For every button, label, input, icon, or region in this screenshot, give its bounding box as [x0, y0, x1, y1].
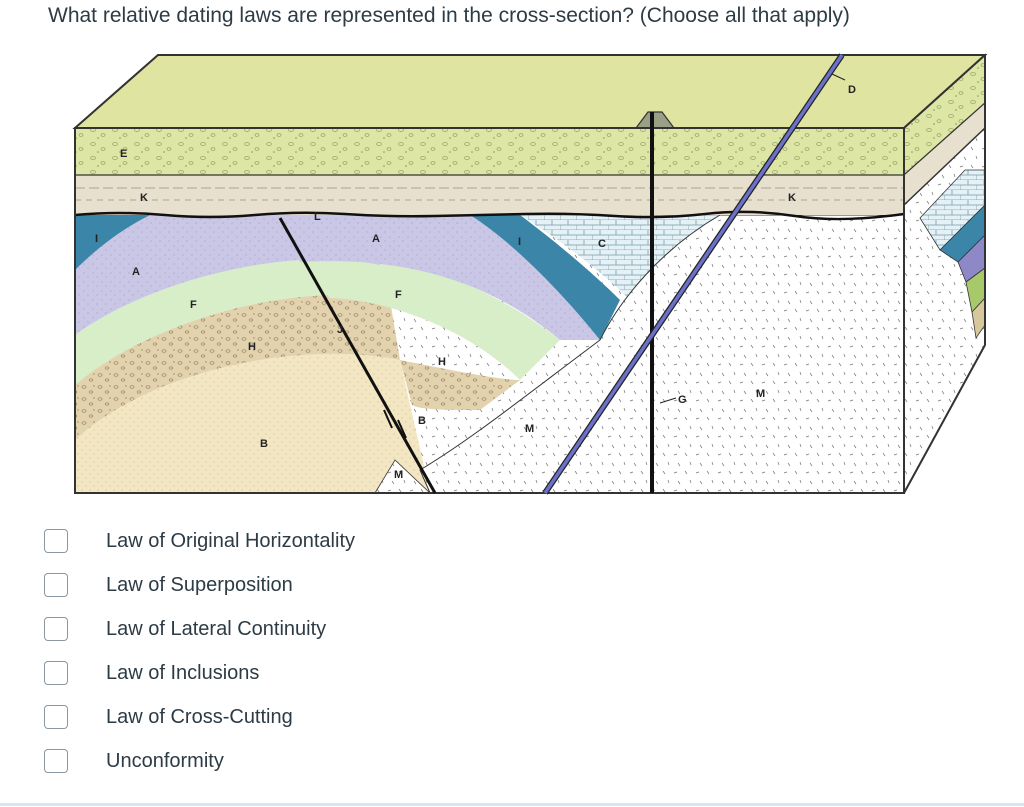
- option-inclusions[interactable]: Law of Inclusions: [44, 660, 259, 686]
- option-label: Law of Superposition: [106, 573, 293, 596]
- label-a: A: [132, 266, 140, 278]
- checkbox[interactable]: [44, 749, 68, 773]
- dike-pointer: [831, 73, 846, 81]
- block-front-face: [75, 128, 904, 493]
- label-k-right: K: [788, 192, 796, 204]
- block-right-side: [903, 53, 986, 494]
- bottom-divider: [0, 803, 1024, 806]
- label-d: D: [848, 84, 856, 96]
- option-unconformity[interactable]: Unconformity: [44, 748, 224, 774]
- geologic-cross-section-diagram: E K K L A A I I C F F H H J B B M M M G …: [72, 53, 988, 495]
- checkbox[interactable]: [44, 573, 68, 597]
- label-f: F: [190, 299, 197, 311]
- label-b: B: [260, 438, 268, 450]
- option-label: Law of Inclusions: [106, 661, 260, 684]
- label-h-right: H: [438, 356, 446, 368]
- label-a-right: A: [372, 233, 380, 245]
- option-label: Law of Original Horizontality: [106, 529, 355, 552]
- label-f-right: F: [395, 289, 402, 301]
- option-lateral-continuity[interactable]: Law of Lateral Continuity: [44, 616, 326, 642]
- label-e: E: [120, 148, 127, 160]
- question-text: What relative dating laws are represente…: [48, 4, 850, 27]
- label-i: I: [95, 233, 98, 245]
- label-h: H: [248, 341, 256, 353]
- option-original-horizontality[interactable]: Law of Original Horizontality: [44, 528, 355, 554]
- label-i-right: I: [518, 236, 521, 248]
- option-label: Law of Lateral Continuity: [106, 617, 327, 640]
- label-m: M: [394, 469, 403, 481]
- label-m-right: M: [756, 388, 765, 400]
- fault-motion-arrows: [383, 409, 407, 439]
- label-k: K: [140, 192, 148, 204]
- option-cross-cutting[interactable]: Law of Cross-Cutting: [44, 704, 293, 730]
- unconformity-surface: [75, 210, 904, 221]
- label-m-center: M: [525, 423, 534, 435]
- fault-j: [278, 217, 437, 494]
- checkbox[interactable]: [44, 705, 68, 729]
- checkbox[interactable]: [44, 529, 68, 553]
- label-c: C: [598, 238, 606, 250]
- label-l: L: [314, 211, 321, 223]
- label-b-right: B: [418, 415, 426, 427]
- label-g: G: [678, 394, 687, 406]
- checkbox[interactable]: [44, 661, 68, 685]
- option-label: Unconformity: [106, 749, 224, 772]
- label-j: J: [337, 324, 343, 336]
- option-label: Law of Cross-Cutting: [106, 705, 293, 728]
- option-superposition[interactable]: Law of Superposition: [44, 572, 293, 598]
- checkbox[interactable]: [44, 617, 68, 641]
